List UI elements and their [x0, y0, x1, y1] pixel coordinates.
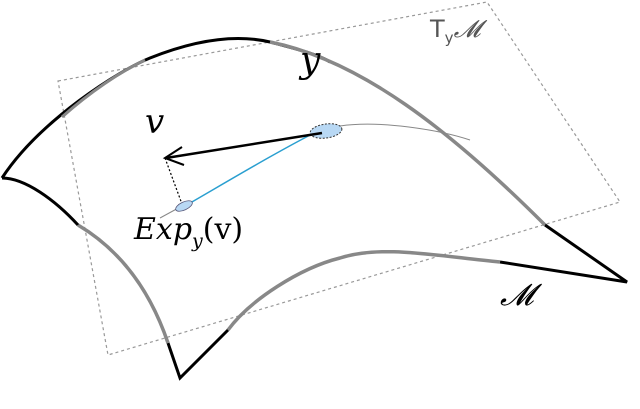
tangent-plane — [57, 1, 621, 356]
exp-map-label: Expy(v) — [134, 212, 244, 252]
point-exp-marker — [175, 200, 193, 212]
tangent-T: T — [430, 15, 445, 43]
arrowhead-icon — [162, 146, 185, 166]
vector-v-label: v — [145, 102, 165, 142]
manifold-bottom-tip — [166, 328, 230, 381]
manifold-top-right-edge — [269, 40, 547, 227]
point-y-label: y — [300, 40, 321, 81]
exp-sub: y — [192, 230, 203, 252]
geodesic-curve — [184, 129, 321, 207]
point-y-marker — [309, 123, 343, 139]
manifold-label: 𝓜 — [500, 278, 534, 313]
geodesic-extension — [339, 123, 471, 141]
tangent-sub: y — [444, 29, 454, 47]
tangent-manifold: 𝓜 — [453, 15, 481, 43]
projection-line — [164, 157, 183, 205]
manifold-top-edge-back — [61, 58, 146, 119]
exp-arg: (v) — [202, 212, 244, 247]
manifold-bottom-edge — [226, 249, 501, 332]
manifold-left-edge — [77, 223, 170, 344]
manifold-left-corner — [1, 176, 80, 227]
vector-v-arrow — [165, 131, 323, 160]
manifold-right-tip — [499, 223, 628, 284]
exp-main: Exp — [134, 212, 193, 247]
tangent-space-label: Ty𝓜 — [430, 15, 481, 47]
